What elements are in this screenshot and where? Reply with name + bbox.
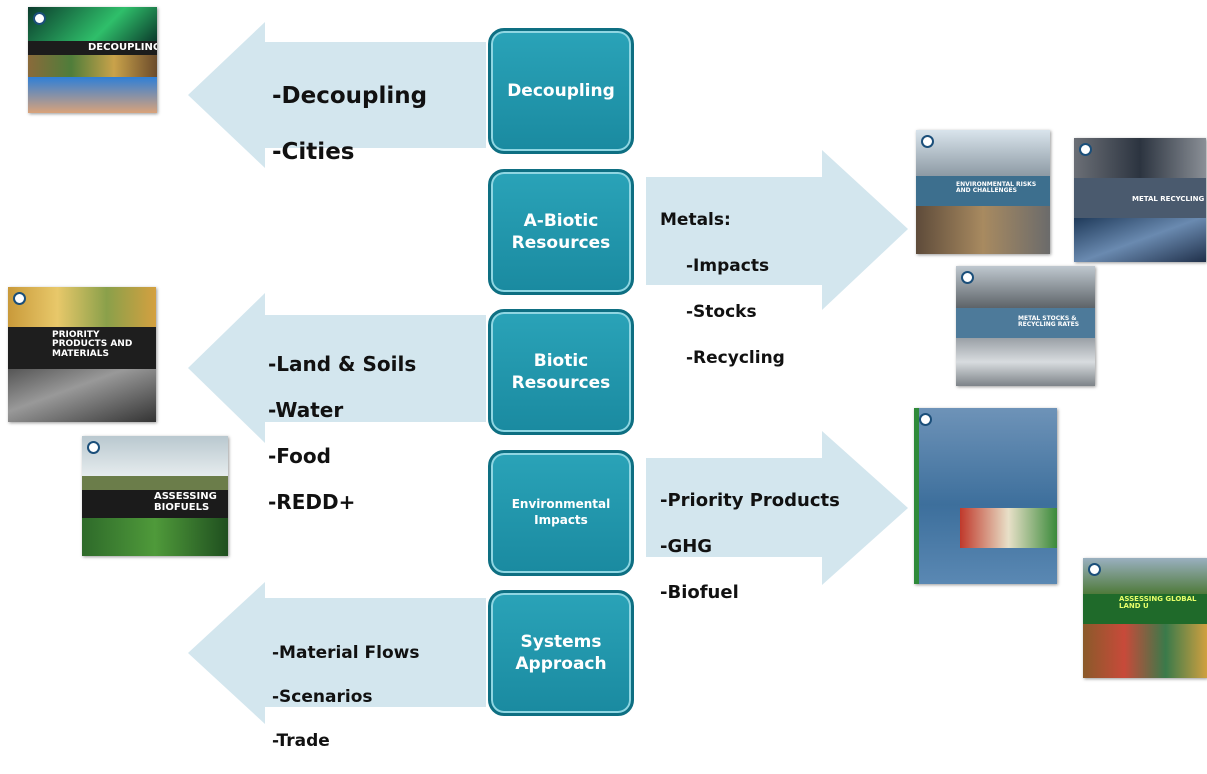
item-text: -Food [268, 444, 331, 468]
item-text: -Trade [272, 731, 330, 751]
item-text: -Biofuel [660, 582, 739, 603]
item-text: -REDD+ [268, 490, 356, 514]
un-logo-icon [13, 292, 26, 305]
item-text: -GHG [660, 536, 713, 557]
un-logo-icon [921, 135, 934, 148]
category-label: Systems Approach [515, 631, 607, 674]
cover-title: METAL RECYCLING [1132, 195, 1205, 203]
un-logo-icon [87, 441, 100, 454]
item-text: -Scenarios [272, 687, 373, 707]
cover-title: ENVIRONMENTAL RISKS AND CHALLENGES [956, 181, 1037, 195]
cover-title: PRIORITY PRODUCTS AND MATERIALS [52, 330, 133, 359]
category-label: Environmental Impacts [511, 497, 611, 527]
cover-title: DECOUPLING [88, 42, 157, 53]
arrow-right-abiotic [646, 150, 908, 310]
un-logo-icon [961, 271, 974, 284]
arrows-layer [188, 22, 908, 724]
category-box-environmental-impacts: Environmental Impacts [488, 450, 634, 576]
category-box-systems-approach: Systems Approach [488, 590, 634, 716]
cover-priority-products: PRIORITY PRODUCTS AND MATERIALS [8, 287, 156, 422]
category-box-abiotic-resources: A-Biotic Resources [488, 169, 634, 295]
item-text: -Material Flows [272, 643, 420, 663]
cover-metal-stocks: METAL STOCKS & RECYCLING RATES [956, 266, 1095, 386]
biotic-items: -Land & Soils -Water -Food -REDD+ [268, 330, 416, 537]
item-text: -Recycling [686, 348, 785, 368]
cover-title: ASSESSING GLOBAL LAND U [1119, 595, 1197, 611]
item-text: -Water [268, 398, 344, 422]
cover-metal-recycling: METAL RECYCLING [1074, 138, 1206, 262]
cover-decoupling: DECOUPLING [28, 7, 157, 113]
category-label: Biotic Resources [511, 350, 611, 393]
un-logo-icon [1079, 143, 1092, 156]
cover-water-efficiency [914, 408, 1057, 584]
environmental-items: -Priority Products -GHG -Biofuel [660, 466, 840, 627]
item-text: -Cities [272, 139, 355, 165]
item-text: -Decoupling [272, 83, 428, 109]
cover-global-land: ASSESSING GLOBAL LAND U [1083, 558, 1207, 678]
arrow-left-systems [188, 582, 486, 724]
arrow-left-biotic [188, 293, 486, 443]
un-logo-icon [33, 12, 46, 25]
items-heading: Metals: [660, 210, 731, 230]
systems-items: -Material Flows -Scenarios -Trade [272, 620, 419, 774]
cover-title: METAL STOCKS & RECYCLING RATES [1018, 315, 1080, 329]
category-box-biotic-resources: Biotic Resources [488, 309, 634, 435]
cover-biofuels: ASSESSING BIOFUELS [82, 436, 228, 556]
arrow-left-decoupling [188, 22, 486, 168]
item-text: -Land & Soils [268, 352, 417, 376]
category-label: A-Biotic Resources [511, 210, 611, 253]
decoupling-items: -Decoupling -Cities [272, 54, 427, 194]
un-logo-icon [1088, 563, 1101, 576]
un-logo-icon [919, 413, 932, 426]
cover-metals-environmental-risks: ENVIRONMENTAL RISKS AND CHALLENGES [916, 130, 1050, 254]
item-text: -Impacts [686, 256, 770, 276]
item-text: -Stocks [686, 302, 757, 322]
cover-title: ASSESSING BIOFUELS [154, 491, 217, 513]
abiotic-items: Metals: -Impacts -Stocks -Recycling [660, 186, 785, 393]
arrow-right-environmental [646, 431, 908, 585]
category-label: Decoupling [507, 80, 615, 101]
category-box-decoupling: Decoupling [488, 28, 634, 154]
item-text: -Priority Products [660, 490, 840, 511]
